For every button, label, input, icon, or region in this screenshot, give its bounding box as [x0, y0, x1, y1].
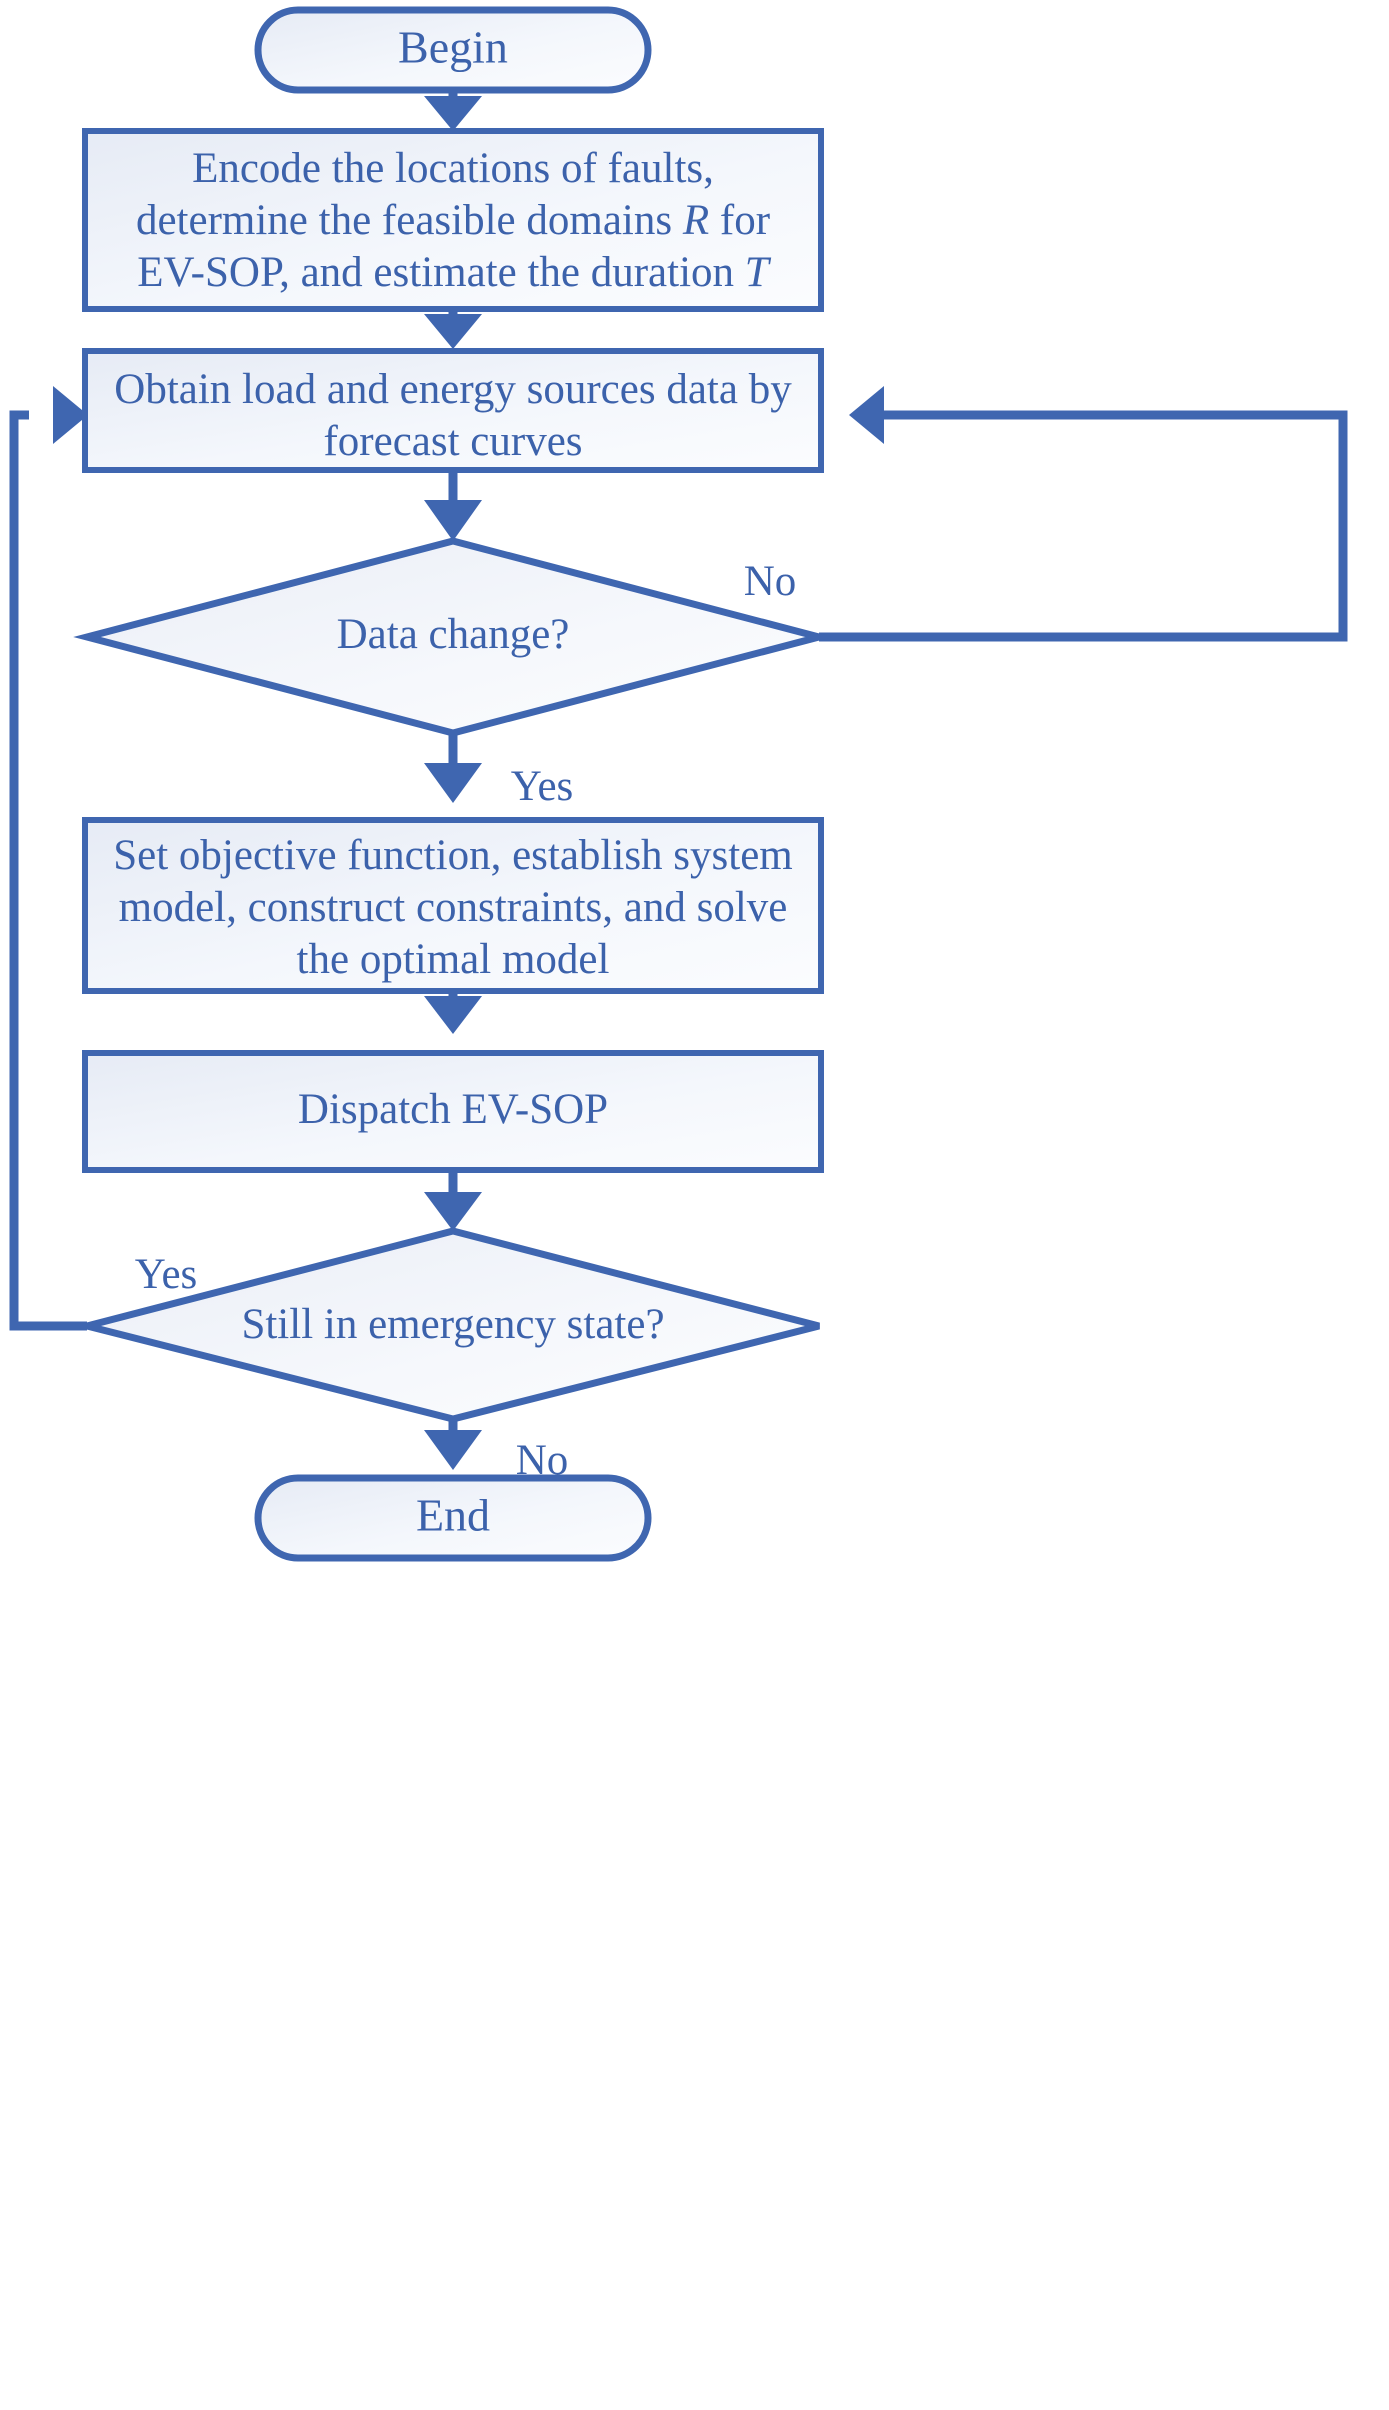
dispatch-label: Dispatch EV-SOP: [298, 1086, 608, 1133]
edge-labels: No Yes Yes No: [135, 558, 797, 1484]
end-label: End: [416, 1490, 490, 1541]
connector-dispatch-to-emergency: [424, 1170, 482, 1231]
connector-begin-to-encode: [424, 88, 482, 131]
connector-encode-to-obtain: [424, 309, 482, 349]
obtain-shape: [82, 348, 824, 473]
still-emergency-label: Still in emergency state?: [241, 1301, 664, 1348]
connector-emergency-yes-loop: [9, 386, 88, 1331]
node-still-emergency[interactable]: Still in emergency state?: [86, 1227, 820, 1423]
node-obtain[interactable]: Obtain load and energy sources data by f…: [82, 348, 824, 473]
connector-setobjective-to-dispatch: [424, 991, 482, 1034]
data-change-shape: [73, 537, 833, 737]
set-objective-shape: [82, 817, 824, 994]
encode-symbol-t: T: [745, 249, 772, 296]
encode-symbol-r: R: [682, 197, 709, 244]
begin-shape: [254, 6, 652, 94]
encode-line-2c: for: [709, 197, 770, 244]
edge-label-emergency-yes: Yes: [135, 1251, 198, 1298]
still-emergency-shape: [86, 1227, 820, 1423]
end-shape: [254, 1474, 652, 1562]
connector-datachange-yes: [424, 733, 482, 803]
node-begin[interactable]: Begin: [254, 6, 652, 94]
dispatch-shape: [82, 1050, 824, 1173]
edge-label-emergency-no: No: [516, 1437, 569, 1484]
encode-shape: [82, 128, 824, 312]
edge-label-data-change-no: No: [744, 558, 797, 605]
encode-line-2: determine the feasible domains R for: [136, 197, 770, 244]
connectors: [9, 88, 1348, 1470]
begin-label: Begin: [398, 22, 508, 73]
node-data-change[interactable]: Data change?: [73, 537, 833, 737]
node-end[interactable]: End: [254, 1474, 652, 1562]
set-objective-line-2: model, construct constraints, and solve: [119, 884, 788, 931]
connector-obtain-to-datachange: [424, 470, 482, 541]
encode-line-1: Encode the locations of faults,: [192, 145, 714, 192]
data-change-label: Data change?: [337, 611, 570, 658]
encode-line-3: EV-SOP, and estimate the duration T: [137, 249, 772, 296]
edge-label-data-change-yes: Yes: [511, 763, 574, 810]
connector-emergency-no-to-end: [424, 1419, 482, 1470]
connector-datachange-no-loop: [819, 386, 1348, 642]
set-objective-line-1: Set objective function, establish system: [113, 832, 793, 879]
node-dispatch[interactable]: Dispatch EV-SOP: [82, 1050, 824, 1173]
node-encode[interactable]: Encode the locations of faults, determin…: [82, 128, 824, 312]
encode-line-2a: determine the feasible domains: [136, 197, 683, 244]
encode-line-3a: EV-SOP, and estimate the duration: [137, 249, 745, 296]
set-objective-line-3: the optimal model: [297, 936, 610, 983]
node-set-objective[interactable]: Set objective function, establish system…: [82, 817, 824, 994]
obtain-line-1: Obtain load and energy sources data by: [114, 366, 792, 413]
obtain-line-2: forecast curves: [323, 418, 582, 465]
